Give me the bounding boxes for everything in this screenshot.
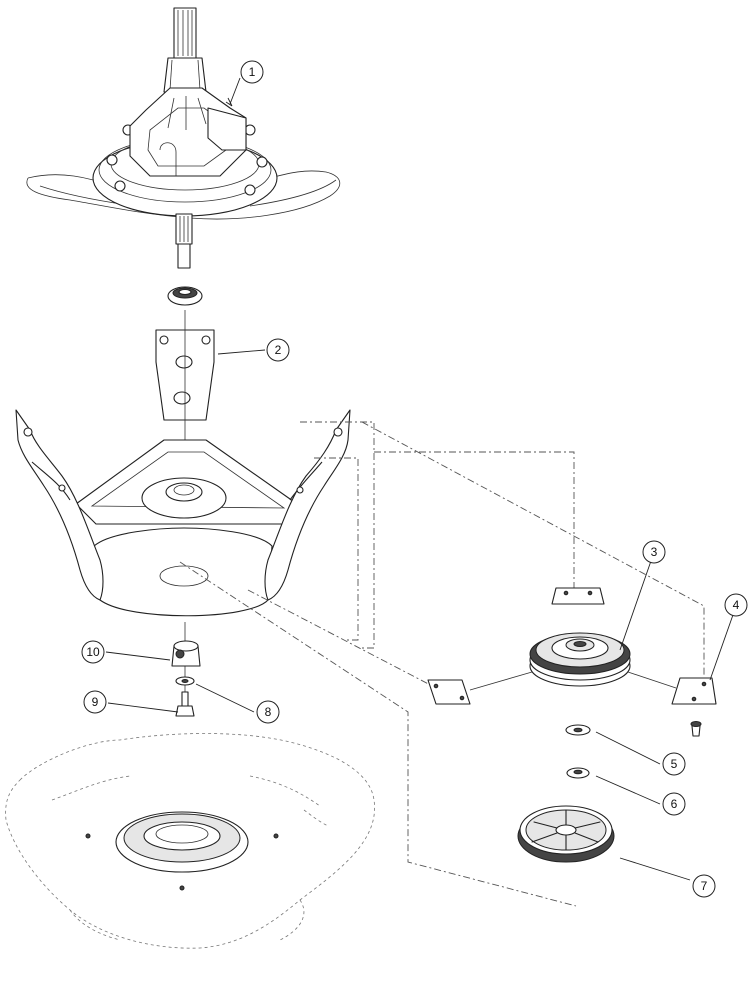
- callout-8: 8: [256, 700, 280, 724]
- pulley: [427, 587, 631, 705]
- assembly-guide-lines: [179, 421, 705, 907]
- callout-9: 9: [83, 690, 107, 714]
- brake-pad-right: [627, 671, 717, 737]
- callout-7-label: 7: [701, 879, 708, 893]
- washer-5: [565, 724, 591, 736]
- coupling-nut: [171, 622, 201, 700]
- bolt: [175, 691, 195, 717]
- washer-small: [175, 676, 195, 686]
- callout-1: 1: [240, 60, 264, 84]
- callout-4: 4: [724, 593, 748, 617]
- callout-10: 10: [81, 640, 105, 664]
- callout-1-label: 1: [249, 65, 256, 79]
- bearing: [167, 286, 203, 306]
- transmission-assembly: [26, 7, 341, 269]
- drive-wheel: [517, 805, 615, 863]
- washer-6: [566, 767, 590, 779]
- callout-10-label: 10: [86, 645, 100, 659]
- callout-2: 2: [266, 338, 290, 362]
- callout-7: 7: [692, 874, 716, 898]
- callout-5-label: 5: [671, 757, 678, 771]
- callout-6-label: 6: [671, 797, 678, 811]
- tub-base: [5, 733, 375, 949]
- brace-assembly: [15, 310, 351, 617]
- callout-6: 6: [662, 792, 686, 816]
- callout-8-label: 8: [265, 705, 272, 719]
- callout-2-label: 2: [275, 343, 282, 357]
- callout-9-label: 9: [92, 695, 99, 709]
- callout-4-label: 4: [733, 598, 740, 612]
- callout-3-label: 3: [651, 545, 658, 559]
- leader-lines: [105, 77, 735, 881]
- callout-3: 3: [642, 540, 666, 564]
- callout-5: 5: [662, 752, 686, 776]
